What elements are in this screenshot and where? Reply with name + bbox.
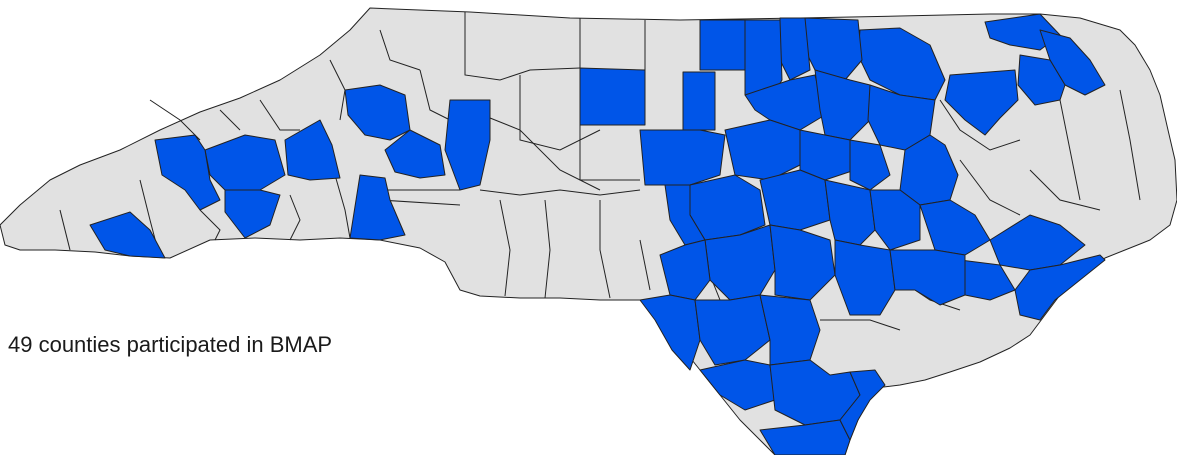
participating-county-af <box>889 249 966 306</box>
participating-county-j <box>579 67 646 126</box>
participating-county-an <box>839 369 886 441</box>
participating-county-i <box>699 19 746 71</box>
participating-county-ar <box>284 119 341 181</box>
participating-county-p <box>724 119 801 181</box>
participating-county-ak <box>699 359 776 411</box>
participating-county-aa <box>1014 254 1106 321</box>
participating-county-w <box>869 189 921 251</box>
participating-county-as <box>204 134 286 191</box>
participating-county-aw <box>349 174 406 241</box>
participating-county-d <box>944 69 1019 136</box>
participating-county-k <box>682 71 716 131</box>
participating-county-u <box>759 169 831 231</box>
participating-county-z <box>989 214 1086 271</box>
participating-county-a <box>984 13 1061 51</box>
participating-county-m <box>744 74 826 131</box>
participating-county-au <box>224 189 281 239</box>
participating-county-n <box>814 69 871 141</box>
participating-county-l <box>639 129 726 186</box>
caption-text: 49 counties participated in BMAP <box>8 332 333 357</box>
participating-county-av <box>89 211 166 259</box>
participating-county-ao <box>444 99 491 191</box>
participating-county-ae <box>834 239 896 316</box>
participating-county-r <box>849 139 891 191</box>
participating-county-ai <box>694 294 771 366</box>
participating-county-ac <box>704 224 776 301</box>
county-lines <box>59 12 1141 346</box>
participating-county-ap <box>344 84 411 141</box>
participating-county-ad <box>769 224 836 301</box>
participating-county-aq <box>384 129 446 179</box>
participating-county-at <box>154 134 221 211</box>
participating-county-c <box>1017 54 1066 106</box>
participating-county-ah <box>639 294 701 371</box>
